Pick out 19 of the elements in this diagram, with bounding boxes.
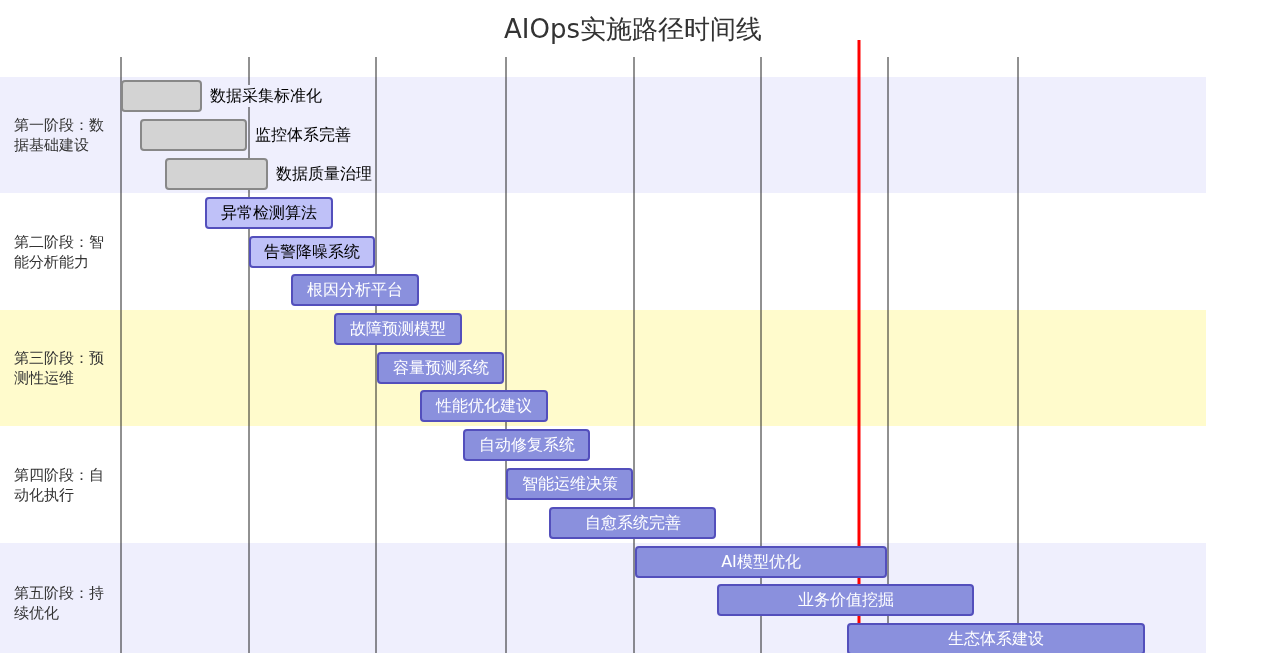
task-bar: 自动修复系统 xyxy=(463,429,590,461)
section-band xyxy=(0,77,1206,193)
task-bar: 根因分析平台 xyxy=(291,274,419,306)
task-label: 数据采集标准化 xyxy=(208,85,324,107)
task-bar: 告警降噪系统 xyxy=(249,236,375,268)
task-bar: 自愈系统完善 xyxy=(549,507,716,539)
task-bar: AI模型优化 xyxy=(635,546,887,578)
chart-title: AIOps实施路径时间线 xyxy=(503,13,763,46)
task-bar: 异常检测算法 xyxy=(205,197,333,229)
section-band xyxy=(0,543,1206,653)
task-bar: 业务价值挖掘 xyxy=(717,584,974,616)
task-bar: 性能优化建议 xyxy=(420,390,548,422)
section-band xyxy=(0,310,1206,426)
task-label: 监控体系完善 xyxy=(253,124,353,146)
task-bar: 容量预测系统 xyxy=(377,352,504,384)
task-bar: 生态体系建设 xyxy=(847,623,1145,653)
task-label: 数据质量治理 xyxy=(274,163,374,185)
task-bar: 智能运维决策 xyxy=(506,468,633,500)
task-bar: 故障预测模型 xyxy=(334,313,462,345)
